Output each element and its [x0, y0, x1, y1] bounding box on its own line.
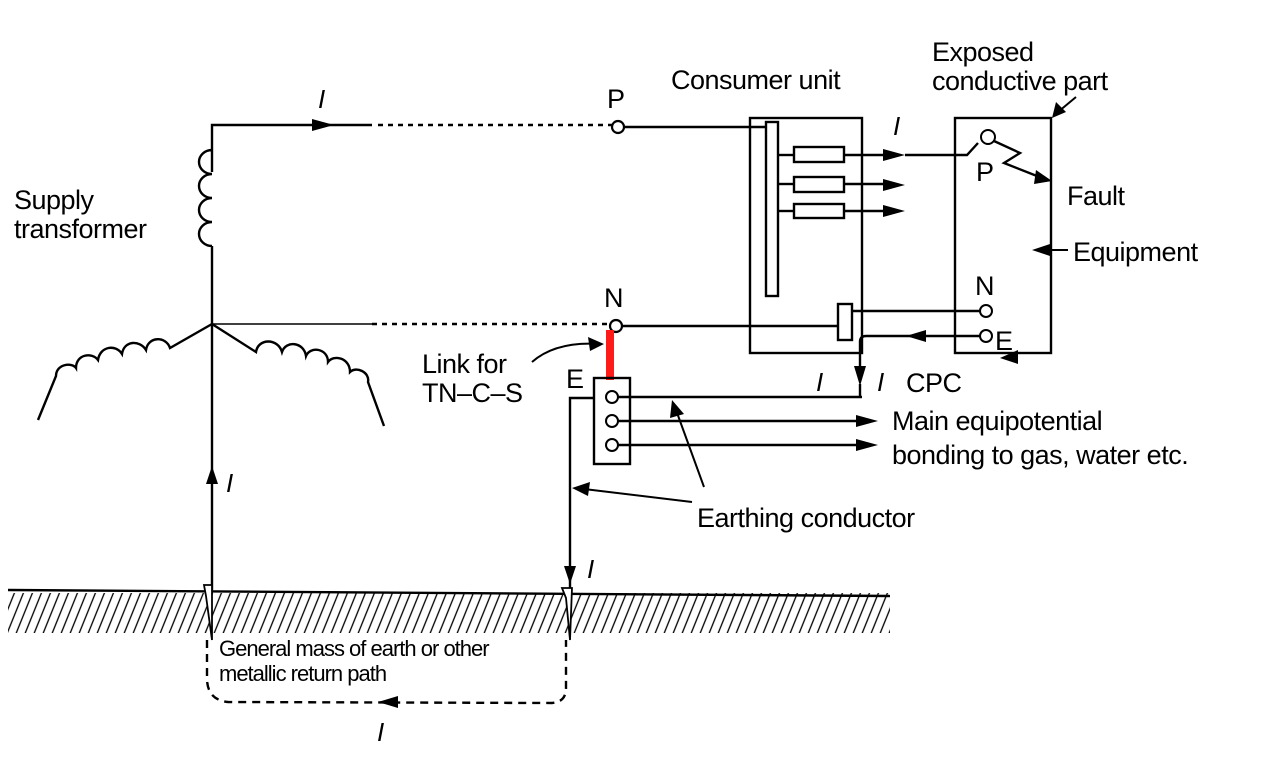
cpc-down-arrow — [854, 366, 866, 386]
consumer-unit — [748, 116, 980, 397]
supply-transformer-label-2: transformer — [14, 214, 147, 244]
consumer-unit-label: Consumer unit — [671, 65, 841, 95]
transformer-star-winding-right — [211, 322, 386, 427]
ground-hatching — [8, 593, 890, 633]
mcb-3 — [792, 202, 846, 220]
ground — [7, 588, 891, 633]
bonding-label-1: Main equipotential — [892, 406, 1102, 436]
earth-terminal-pointer-arrow — [670, 400, 684, 418]
earth-return-path-arrow — [378, 696, 398, 708]
phase-current-arrow — [312, 119, 334, 131]
fault-label: Fault — [1067, 181, 1126, 211]
current-label-return-path: I — [377, 717, 384, 747]
earth-current-arrow — [564, 566, 576, 584]
equipment-neutral-label: N — [975, 271, 994, 301]
main-earthing-terminal — [592, 376, 878, 466]
earth-terminal-1 — [605, 390, 619, 404]
current-label-consumer-earth: I — [587, 554, 594, 584]
earth-return-path — [205, 640, 568, 705]
fault-arrow — [1034, 170, 1052, 184]
consumer-earth-electrode — [560, 587, 573, 641]
exposed-part-label-1: Exposed — [932, 37, 1034, 67]
current-label-transformer-earth: I — [226, 468, 233, 498]
earth-terminal-2 — [605, 414, 619, 428]
current-label-cpc-right: I — [877, 367, 884, 397]
equipment-phase-label: P — [976, 157, 994, 187]
earth-terminal-label: E — [566, 364, 584, 394]
current-label-phase: I — [318, 84, 325, 114]
earth-terminal-pointer — [675, 409, 705, 488]
transformer-phase-winding — [197, 123, 372, 324]
equipment-earth-label: E — [995, 326, 1013, 356]
equipment-phase-terminal — [980, 129, 996, 145]
equipment-neutral-terminal — [979, 304, 993, 318]
equipment-pointer-arrow — [1032, 244, 1050, 256]
earthing-conductor-pointer — [583, 488, 693, 503]
bonding-label-2: bonding to gas, water etc. — [892, 440, 1188, 470]
link-label-1: Link for — [422, 349, 507, 379]
equipment-phase-lead — [905, 142, 979, 157]
current-label-cpc-left: I — [816, 367, 823, 397]
mcb-1 — [792, 145, 846, 164]
link-pointer-arrow — [588, 337, 604, 351]
exposed-part-pointer-arrow — [1052, 102, 1066, 118]
mcb-2 — [792, 175, 846, 194]
earth-path-label-2: metallic return path — [219, 661, 386, 686]
earth-return-current-arrow — [206, 466, 218, 484]
supply-transformer-label-1: Supply — [14, 185, 95, 215]
earth-path-label-1: General mass of earth or other — [219, 636, 489, 661]
intake-neutral-label: N — [604, 283, 623, 313]
cpc-return-arrow — [906, 330, 926, 342]
fault-path — [993, 139, 1043, 180]
phase-busbar — [764, 120, 780, 298]
circuit-2-arrow — [883, 179, 905, 191]
consumer-unit-enclosure — [748, 116, 864, 355]
exposed-part-label-2: conductive part — [932, 66, 1109, 96]
cpc-label: CPC — [906, 368, 962, 398]
equipment — [905, 96, 1077, 364]
earth-terminal-3 — [605, 438, 619, 452]
earthing-conductor-label: Earthing conductor — [697, 503, 915, 533]
earthing-conductor-pointer-arrow — [572, 482, 590, 496]
equipment-label: Equipment — [1073, 237, 1199, 267]
neutral-block — [836, 302, 854, 342]
fault-current-return-arrow — [1000, 350, 1018, 364]
circuit-3-arrow — [883, 205, 905, 217]
cpc-conductor — [858, 334, 980, 372]
tn-c-s-link — [606, 330, 614, 380]
link-label-2: TN–C–S — [422, 378, 523, 408]
current-label-circuit: I — [893, 111, 900, 141]
supply-transformer — [36, 119, 386, 641]
equipment-enclosure — [953, 116, 1053, 355]
equipment-earth-terminal — [979, 329, 993, 343]
transformer-earth-electrode — [202, 584, 213, 641]
transformer-star-winding-left — [36, 322, 213, 421]
circuit-1-arrow — [883, 149, 905, 161]
ground-surface-line — [7, 588, 891, 598]
intake-phase-label: P — [607, 84, 625, 114]
phase-intake-terminal — [610, 119, 626, 135]
bonding-arrow-2 — [856, 439, 878, 451]
earthing-conductor — [568, 396, 594, 590]
bonding-arrow-1 — [856, 415, 878, 427]
